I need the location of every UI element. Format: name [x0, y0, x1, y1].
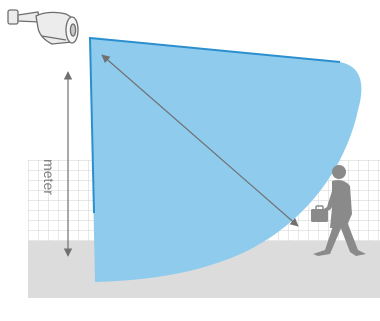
- bullet-camera-icon: [8, 10, 78, 44]
- height-label: meter: [41, 159, 57, 195]
